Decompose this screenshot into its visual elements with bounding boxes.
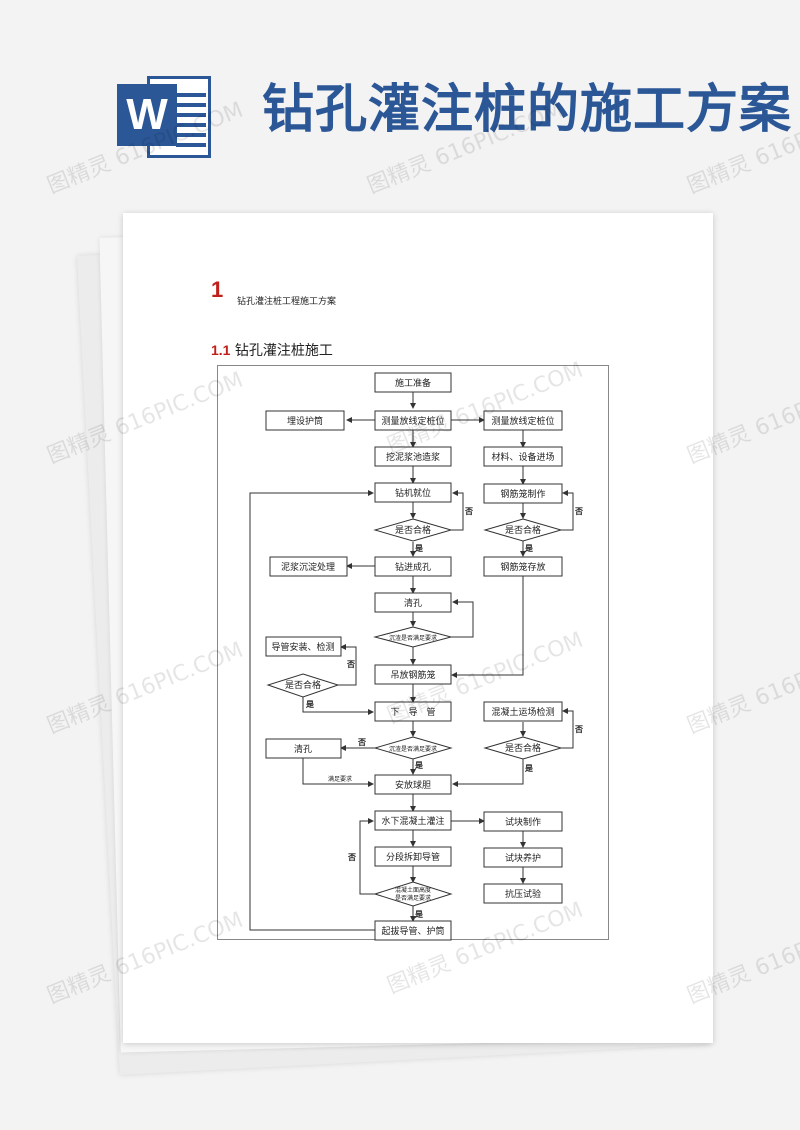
flow-box [374,372,452,393]
flow-decision [373,881,453,907]
flow-decision-label: 是否合格 [505,524,541,536]
flow-box [374,810,452,831]
flow-box-label: 清孔 [294,743,312,755]
flow-box [374,920,452,941]
flow-box [374,482,452,503]
flow-box-label: 钻进成孔 [395,561,431,573]
flow-box-label: 起拔导管、护筒 [381,925,444,937]
flow-box-label: 吊放钢筋笼 [390,669,435,681]
flow-box [483,811,563,832]
flow-decision-label: 混凝土面高度 [395,886,431,894]
flow-box-label: 埋设护筒 [287,415,323,427]
flow-box-label: 导管安装、检测 [271,641,334,653]
flow-box-label: 挖泥浆池造浆 [386,451,440,463]
flow-box-label: 分段拆卸导管 [386,851,440,863]
flow-box [483,883,563,904]
flow-box [374,701,452,722]
flow-box [483,410,563,431]
banner: W 钻孔灌注桩的施工方案 [0,0,800,200]
flow-box [265,410,345,431]
flow-decision [373,518,453,542]
flow-box-label: 抗压试验 [505,888,541,900]
flow-box [374,410,452,431]
flow-box [483,556,563,577]
flow-box [269,556,348,577]
flow-box [374,446,452,467]
flow-box [374,556,452,577]
heading2: 1.1 钻孔灌注桩施工 [211,340,333,360]
edge-label-yes: 是 [524,763,533,773]
edge-label-no: 否 [346,660,355,669]
flow-box [374,774,452,795]
flow-box-label: 施工准备 [395,377,431,389]
flow-box [265,636,342,657]
flow-decision [266,673,340,698]
edge-label-meets: 满足要求 [328,775,352,783]
flow-box [265,738,342,759]
edge-label-yes: 是 [524,543,533,553]
flow-box-label: 下 导 管 [390,706,435,718]
page-title: 钻孔灌注桩的施工方案 [262,79,793,140]
flow-box-label: 试块制作 [505,816,541,828]
flow-decision-label: 沉渣是否满足要求 [389,745,437,753]
flow-box [483,483,563,504]
flow-box-label: 材料、设备进场 [491,451,554,463]
edge-label-yes: 是 [414,909,423,919]
flow-box [483,847,563,868]
flow-decision-label: 是否合格 [505,742,541,754]
flow-decision-label: 是否合格 [285,679,321,691]
heading2-number: 1.1 [211,342,231,358]
heading1-text: 钻孔灌注桩工程施工方案 [237,297,337,307]
flow-decision [483,736,563,760]
edge-label-yes: 是 [414,760,423,770]
edge-label-no: 否 [464,507,473,516]
edge-label-no: 否 [347,853,356,862]
edge-label-yes: 是 [305,699,314,709]
flow-box-label: 泥浆沉淀处理 [281,561,335,573]
flow-box-label: 清孔 [404,597,422,609]
flow-box-label: 钢筋笼制作 [500,488,545,500]
flow-decision [373,736,453,760]
flow-box-label: 钻机就位 [395,487,431,499]
heading2-text: 钻孔灌注桩施工 [234,343,333,359]
flow-box [483,446,563,467]
flow-box-label: 测量放线定桩位 [491,415,554,427]
word-letter: W [117,84,177,146]
flow-box-label: 测量放线定桩位 [381,415,444,427]
flow-decision-label: 沉渣是否满足要求 [389,634,437,642]
edge-label-yes: 是 [414,543,423,553]
flow-box [374,592,452,613]
flow-decision [483,518,563,542]
flow-box-label: 试块养护 [505,852,541,864]
edge-label-no: 否 [357,738,366,747]
flow-box [374,846,452,867]
flow-decision [373,626,453,648]
flow-box [483,701,563,722]
flow-decision-label: 是否合格 [395,524,431,536]
flow-decision-label: 是否满足要求 [395,894,431,902]
flow-box-label: 混凝土运场检测 [491,706,554,718]
flow-box [374,664,452,685]
flow-box-label: 水下混凝土灌注 [381,815,444,827]
flow-box-label: 钢筋笼存放 [500,561,545,573]
edge-label-no: 否 [574,507,583,516]
heading1-number: 1 [211,277,224,302]
flow-box-label: 安放球胆 [395,779,431,791]
edge-label-no: 否 [574,725,583,734]
word-icon: W [117,76,211,158]
